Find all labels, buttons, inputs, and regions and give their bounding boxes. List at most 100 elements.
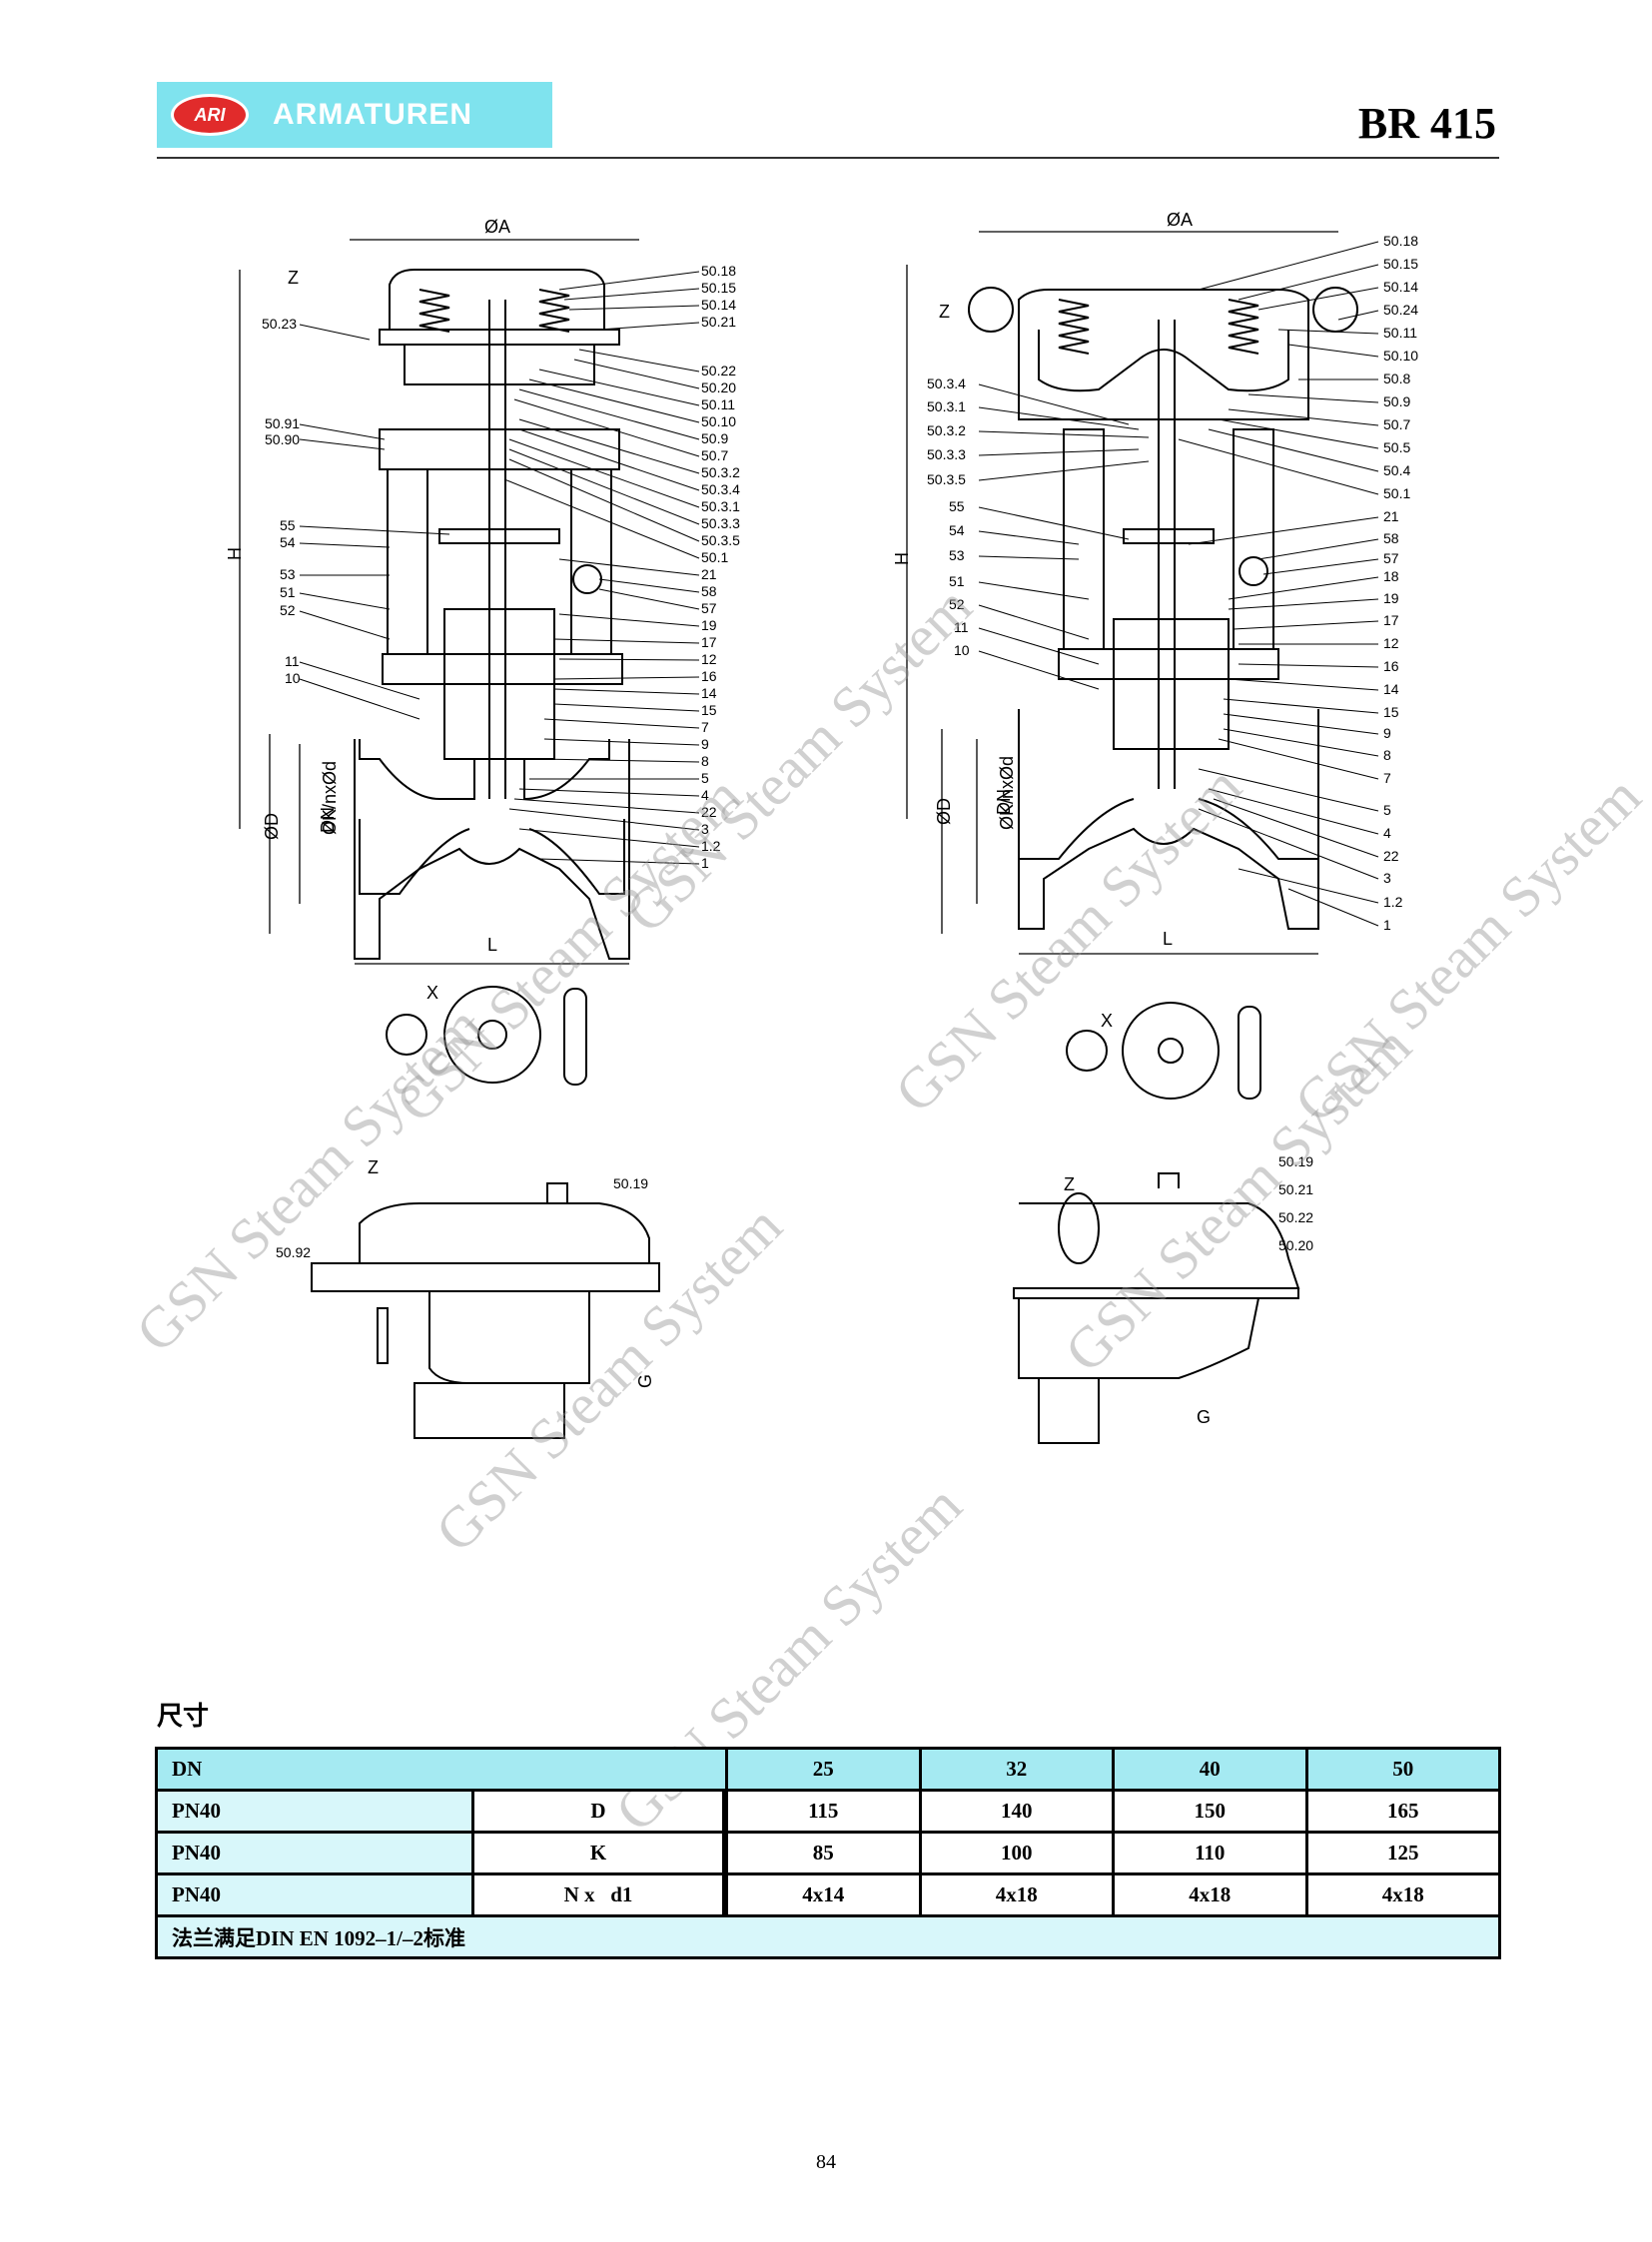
left-side-label: 51 xyxy=(280,584,296,600)
left-callout: 58 xyxy=(701,583,717,599)
table-header-row: DN 25 32 40 50 xyxy=(155,1747,1501,1792)
table-row: PN40 N x d1 4x14 4x18 4x18 4x18 xyxy=(154,1872,1501,1917)
right-callout: 50.8 xyxy=(1383,371,1410,386)
header-cell: 32 xyxy=(918,1747,1115,1792)
table-cell: 165 xyxy=(1304,1789,1501,1834)
left-dim-a: ØA xyxy=(484,217,510,237)
table-cell: 4x14 xyxy=(725,1872,922,1917)
left-valve-drawing xyxy=(239,239,700,965)
right-side-label: 51 xyxy=(949,573,965,589)
left-callout: 50.1 xyxy=(701,549,728,565)
header-dn: DN xyxy=(155,1747,728,1792)
left-callout: 50.22 xyxy=(701,363,736,378)
right-callout: 50.11 xyxy=(1383,325,1417,341)
left-callout: 50.20 xyxy=(701,379,736,395)
right-callout: 50.9 xyxy=(1383,393,1410,409)
right-callout: 1.2 xyxy=(1383,894,1403,910)
right-callout: 1 xyxy=(1383,917,1391,933)
left-callout: 57 xyxy=(701,600,717,616)
left-side-label: 11 xyxy=(285,653,300,669)
left-callout: 14 xyxy=(701,685,717,701)
left-callout: 19 xyxy=(701,617,717,633)
right-dim-d: ØD xyxy=(934,798,954,825)
right-callout: 15 xyxy=(1383,704,1399,720)
right-z-callout: 50.21 xyxy=(1278,1181,1313,1197)
right-z-callout: 50.20 xyxy=(1278,1237,1313,1253)
header-cell: 50 xyxy=(1304,1747,1501,1792)
left-x-detail xyxy=(386,986,587,1086)
left-callout: 1 xyxy=(701,855,709,871)
valve-technical-drawing: 50.18 50.1 5 50.14 50.21 50.22 50.20 50.1… xyxy=(225,210,1418,1444)
left-callout: 4 xyxy=(701,787,709,803)
right-callout: 50.24 xyxy=(1383,302,1418,318)
left-callout: 50.14 xyxy=(701,297,736,313)
right-valve-drawing xyxy=(906,231,1379,955)
left-side-label: 55 xyxy=(280,517,296,533)
table-cell: 100 xyxy=(918,1831,1115,1875)
left-callout: 50.9 xyxy=(701,430,728,446)
right-callout: 50.10 xyxy=(1383,348,1418,364)
right-callout: 50.18 xyxy=(1383,233,1418,249)
left-dim-h: H xyxy=(225,547,245,560)
left-z-marker: Z xyxy=(288,268,299,288)
left-callout: 3 xyxy=(701,821,709,837)
right-side-label: 52 xyxy=(949,596,965,612)
right-callout: 21 xyxy=(1383,508,1399,524)
table-cell: 140 xyxy=(918,1789,1115,1834)
right-dim-h: H xyxy=(892,552,912,565)
right-callout: 50.5 xyxy=(1383,439,1410,455)
right-callout: 50.4 xyxy=(1383,462,1410,478)
right-callout: 50.7 xyxy=(1383,416,1410,432)
right-callout: 3 xyxy=(1383,870,1391,886)
ari-badge: ARI xyxy=(171,94,249,136)
table-cell: 4x18 xyxy=(1304,1872,1501,1917)
table-cell: 4x18 xyxy=(918,1872,1115,1917)
left-callout: 50.3.4 xyxy=(701,481,740,497)
left-callout: 1.2 xyxy=(701,838,721,854)
right-z-marker: Z xyxy=(939,302,950,322)
right-z-view-label: Z xyxy=(1064,1174,1075,1194)
row-label: D xyxy=(471,1789,725,1834)
right-z-callout: 50.22 xyxy=(1278,1209,1313,1225)
left-side-label: 50.23 xyxy=(262,316,297,332)
row-label: K xyxy=(471,1831,725,1875)
table-cell: 125 xyxy=(1304,1831,1501,1875)
right-dim-dn: DN xyxy=(994,789,1014,815)
right-callout: 9 xyxy=(1383,725,1391,741)
left-callout: 50.21 xyxy=(701,314,736,330)
left-x-marker: X xyxy=(426,983,438,1003)
right-callout-labels: 50.18 50.15 50.14 50.24 50.11 50.10 50.8… xyxy=(927,233,1418,933)
left-callout: 7 xyxy=(701,719,709,735)
right-callout: 5 xyxy=(1383,802,1391,818)
z-view-labels: 50.19 50.92 50.19 50.21 50.22 50.20 xyxy=(276,1153,1313,1260)
left-callout: 50.3.5 xyxy=(701,532,740,548)
header-rule xyxy=(157,157,1499,159)
left-z-callout: 50.92 xyxy=(276,1244,311,1260)
left-side-label: 50.91 xyxy=(265,415,300,431)
left-callout: 50.11 xyxy=(701,396,735,412)
right-callout: 19 xyxy=(1383,590,1399,606)
left-callout: 50.3.3 xyxy=(701,515,740,531)
left-z-view-label: Z xyxy=(368,1157,379,1177)
left-z-view xyxy=(311,1182,660,1439)
right-callout: 18 xyxy=(1383,568,1399,584)
table-row: PN40 D 115 140 150 165 xyxy=(154,1789,1501,1834)
left-callout: 16 xyxy=(701,668,717,684)
right-callout: 58 xyxy=(1383,530,1399,546)
right-side-label: 11 xyxy=(954,619,969,635)
left-side-label: 53 xyxy=(280,566,296,582)
right-callout: 14 xyxy=(1383,681,1399,697)
table-note-row: 法兰满足DIN EN 1092–1/–2标准 xyxy=(155,1914,1501,1959)
left-callout: 17 xyxy=(701,634,717,650)
right-side-label: 53 xyxy=(949,547,965,563)
left-callout: 50.10 xyxy=(701,413,736,429)
left-callout: 8 xyxy=(701,753,709,769)
row-pn: PN40 xyxy=(154,1831,475,1875)
left-side-label: 10 xyxy=(285,670,301,686)
dimensions-table: DN 25 32 40 50 PN40 D 115 140 150 165 PN… xyxy=(154,1747,1501,1959)
right-callout: 7 xyxy=(1383,770,1391,786)
right-side-label: 54 xyxy=(949,522,965,538)
page-number: 84 xyxy=(816,2151,836,2173)
left-callout: 9 xyxy=(701,736,709,752)
right-side-label: 50.3.1 xyxy=(927,398,966,414)
